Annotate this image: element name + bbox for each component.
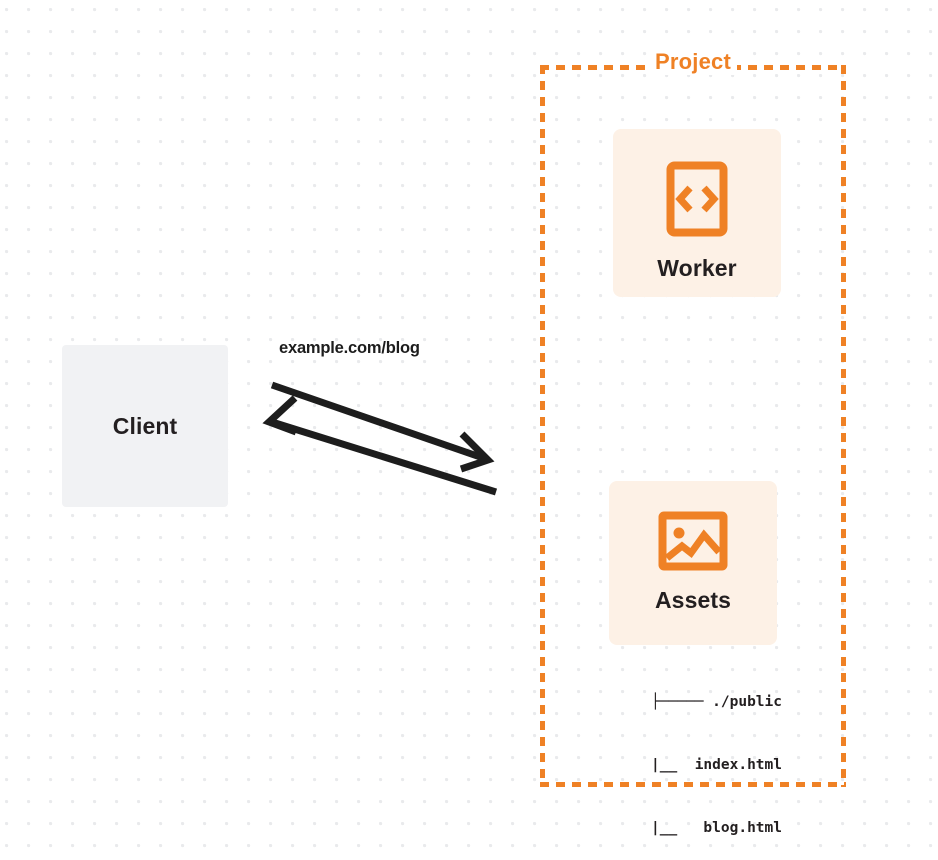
client-node[interactable]: Client xyxy=(62,345,228,507)
request-url-label: example.com/blog xyxy=(279,339,420,357)
assets-label: Assets xyxy=(654,587,732,613)
worker-card[interactable]: Worker xyxy=(613,129,781,297)
response-arrow-to-client xyxy=(262,395,498,496)
project-border-bottom xyxy=(540,782,846,787)
assets-file-tree: ├───── ./public |__ index.html |__ blog.… xyxy=(586,650,782,860)
request-arrow-to-project xyxy=(270,381,495,473)
client-label: Client xyxy=(112,412,178,439)
project-border-right xyxy=(841,65,846,787)
project-boundary: Project xyxy=(540,49,846,787)
file-tree-row-index: |__ index.html xyxy=(616,757,782,773)
worker-label: Worker xyxy=(657,255,737,281)
traffic-arrows xyxy=(262,381,498,496)
file-tree-row-blog: |__ blog.html xyxy=(616,820,782,836)
project-border-left xyxy=(540,65,545,787)
project-title: Project xyxy=(649,49,737,75)
code-brackets-icon xyxy=(666,161,728,237)
image-landscape-icon xyxy=(658,511,728,571)
file-tree-row-root: ├───── ./public xyxy=(651,694,782,710)
assets-card[interactable]: Assets xyxy=(609,481,777,645)
